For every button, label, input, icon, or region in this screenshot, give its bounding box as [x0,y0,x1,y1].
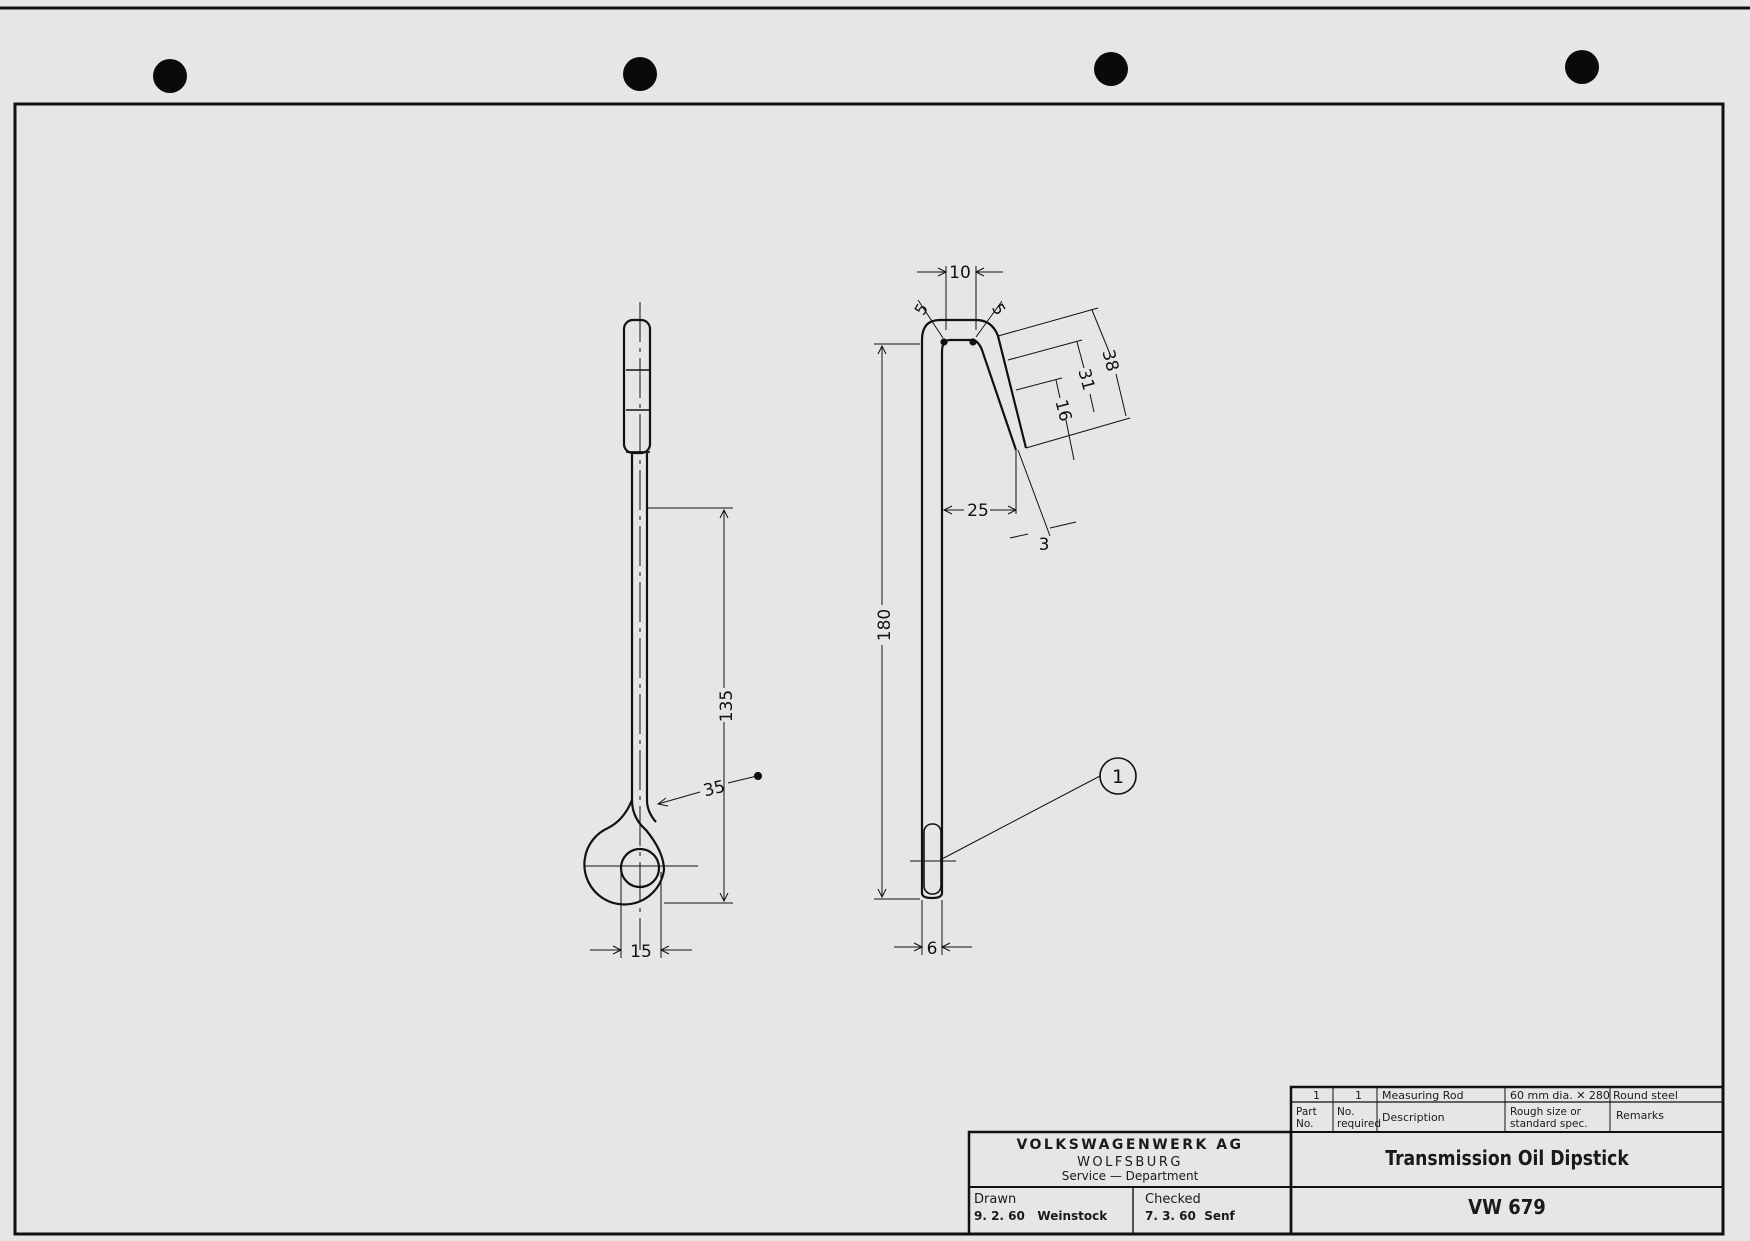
eye-hole [619,847,661,889]
header-no-required: No. required [1337,1106,1381,1131]
dim-25: 25 [967,501,989,521]
dim-135: 135 [717,690,737,722]
dim-31: 31 [1073,367,1098,393]
dim-35: 35 [701,777,727,802]
parts-row-part-no: 1 [1313,1089,1320,1102]
side-view [874,266,1137,955]
dim-180: 180 [875,609,895,641]
dim-16: 16 [1050,398,1075,424]
drawing-frame [13,102,1725,1236]
measuring-mark [923,823,942,895]
header-description: Description [1382,1111,1445,1124]
checked-label: Checked [1145,1192,1201,1207]
checked-value: 7. 3. 60 Senf [1145,1209,1235,1223]
drawn-value: 9. 2. 60 Weinstock [974,1209,1108,1223]
drawing-title: Transmission Oil Dipstick [1385,1146,1629,1170]
front-view [583,302,763,958]
punch-holes [153,50,1599,93]
dim-10: 10 [949,263,971,283]
punch-hole [1565,50,1599,84]
punch-hole [623,57,657,91]
dim-3: 3 [1039,535,1050,555]
eye [583,799,666,906]
handle [622,318,652,455]
dim-38: 38 [1097,348,1122,374]
parts-row-size-spec: 60 mm dia. ✕ 280 [1510,1089,1610,1102]
header-remarks: Remarks [1616,1109,1664,1122]
dim-15: 15 [630,942,652,962]
shaft [630,453,666,871]
punch-hole [1094,52,1128,86]
callout-number: 1 [1112,766,1124,788]
drawn-label: Drawn [974,1192,1017,1207]
parts-row-remarks: Round steel [1613,1089,1678,1102]
drawing-number: VW 679 [1468,1195,1546,1219]
title-block-frame [967,1085,1725,1236]
header-part-no: Part No. [1296,1106,1317,1131]
callout-bubble [1099,757,1137,795]
header-size-spec: Rough size or standard spec. [1510,1106,1588,1131]
dim-6: 6 [927,939,938,959]
parts-row-description: Measuring Rod [1382,1089,1464,1102]
parts-row-no-required: 1 [1355,1089,1362,1102]
company-name: VOLKSWAGENWERK AG [1016,1137,1244,1153]
company-city: WOLFSBURG [1077,1155,1183,1170]
rod-body [920,318,1028,893]
company-department: Service — Department [1061,1169,1199,1183]
punch-hole [153,59,187,93]
